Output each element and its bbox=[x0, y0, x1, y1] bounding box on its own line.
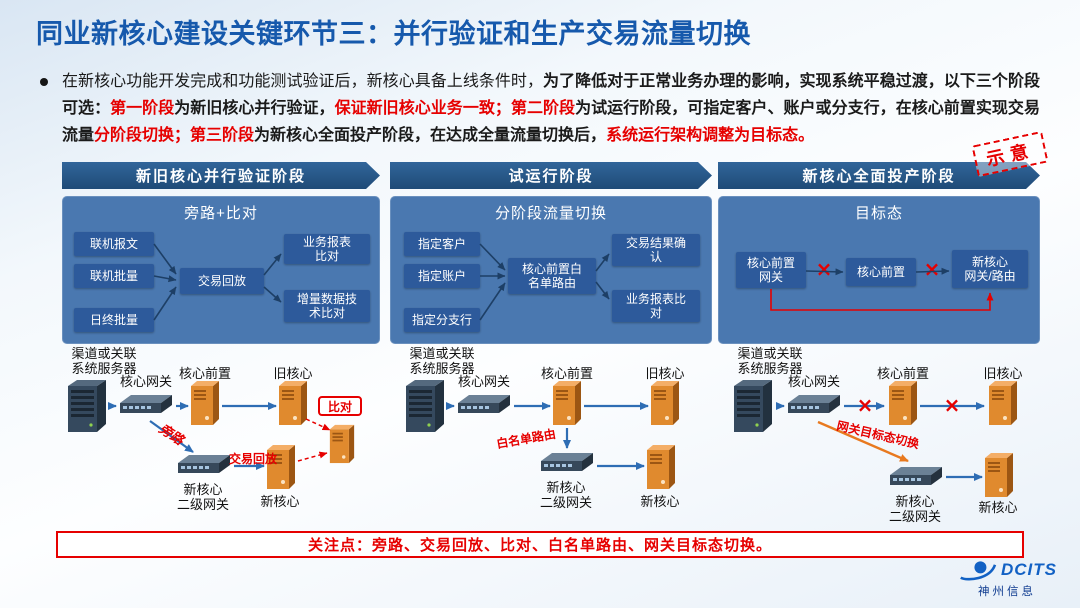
box-incremental-compare: 增量数据技 术比对 bbox=[284, 290, 370, 322]
cut-cross-icon: × bbox=[923, 257, 941, 281]
bullet-icon bbox=[40, 78, 48, 86]
label-new-core: 新核心 bbox=[260, 494, 300, 509]
label-new-core: 新核心 bbox=[978, 500, 1018, 515]
core-gateway-switch-icon bbox=[118, 392, 174, 418]
slide-title: 同业新核心建设关键环节三：并行验证和生产交易流量切换 bbox=[36, 19, 751, 49]
intro-paragraph: 在新核心功能开发完成和功能测试验证后，新核心具备上线条件时，为了降低对于正常业务… bbox=[62, 68, 1040, 149]
label-new-core: 新核心 bbox=[640, 494, 680, 509]
core-front-server-icon bbox=[190, 380, 220, 426]
box-eod-batch: 日终批量 bbox=[74, 308, 154, 332]
core-front-server-icon bbox=[552, 380, 582, 426]
label-channel-servers: 渠道或关联 系统服务器 bbox=[737, 346, 803, 376]
channel-server-icon bbox=[402, 378, 446, 432]
cut-cross-icon: × bbox=[856, 393, 874, 417]
label-newcore-secondary-gateway: 新核心 二级网关 bbox=[176, 482, 229, 512]
box-whitelist-route: 核心前置白 名单路由 bbox=[508, 258, 596, 294]
box-designated-customer: 指定客户 bbox=[404, 232, 480, 256]
label-channel-servers: 渠道或关联 系统服务器 bbox=[71, 346, 137, 376]
label-core-front: 核心前置 bbox=[876, 366, 929, 381]
newcore-gateway-switch-icon bbox=[888, 464, 944, 490]
new-core-server-icon bbox=[984, 452, 1014, 498]
label-old-core: 旧核心 bbox=[983, 366, 1023, 381]
phase-banner-trial: 试运行阶段 bbox=[390, 162, 712, 189]
label-replay: 交易回放 bbox=[228, 452, 277, 466]
intro-phase1-label: 第一阶段 bbox=[110, 100, 175, 117]
core-gateway-switch-icon bbox=[786, 392, 842, 418]
intro-text-bold: 为了降低对于正常业务办理的影响，实现系统平稳过渡，以下三个阶段可选： bbox=[62, 73, 1040, 117]
dcits-logo: DCITS 神州信息 bbox=[944, 558, 1070, 599]
channel-server-icon bbox=[730, 378, 774, 432]
channel-server-icon bbox=[64, 378, 108, 432]
label-core-gateway: 核心网关 bbox=[787, 374, 840, 389]
core-front-server-icon bbox=[888, 380, 918, 426]
core-gateway-switch-icon bbox=[456, 392, 512, 418]
panel-target-state: 目标态 核心前置 网关 核心前置 新核心 网关/路由 × × bbox=[718, 196, 1040, 344]
label-old-core: 旧核心 bbox=[645, 366, 685, 381]
compare-server-icon bbox=[329, 424, 355, 464]
cut-cross-icon: × bbox=[815, 257, 833, 281]
box-core-front: 核心前置 bbox=[846, 258, 916, 286]
intro-text-bold: 为新旧核心并行验证， bbox=[174, 100, 335, 117]
label-bypass: 旁路 bbox=[156, 420, 187, 448]
box-result-confirm: 交易结果确 认 bbox=[612, 234, 700, 266]
label-old-core: 旧核心 bbox=[273, 366, 313, 381]
intro-phase3-label: 第三阶段 bbox=[190, 127, 255, 144]
old-core-server-icon bbox=[278, 380, 308, 426]
label-whitelist-route: 白名单路由 bbox=[495, 426, 557, 452]
panel-title: 目标态 bbox=[854, 205, 903, 222]
label-newcore-secondary-gateway: 新核心 二级网关 bbox=[888, 494, 941, 524]
cut-cross-icon: × bbox=[943, 393, 961, 417]
panel-title: 旁路+比对 bbox=[184, 205, 258, 222]
label-core-gateway: 核心网关 bbox=[457, 374, 510, 389]
intro-highlight: 分阶段切换； bbox=[94, 127, 191, 144]
box-replay: 交易回放 bbox=[180, 268, 264, 294]
box-designated-branch: 指定分支行 bbox=[404, 308, 480, 332]
intro-highlight: 系统运行架构调整为目标态。 bbox=[606, 127, 815, 144]
label-channel-servers: 渠道或关联 系统服务器 bbox=[409, 346, 475, 376]
label-core-front: 核心前置 bbox=[178, 366, 231, 381]
label-core-front: 核心前置 bbox=[540, 366, 593, 381]
old-core-server-icon bbox=[988, 380, 1018, 426]
box-designated-account: 指定账户 bbox=[404, 264, 480, 288]
intro-text-bold: 为试运行阶段，可指定客户、账户或分支行，在核心前置实现交易流量 bbox=[62, 100, 1040, 144]
panel-title: 分阶段流量切换 bbox=[494, 205, 607, 222]
intro-text-bold: 为新核心全面投产阶段，在达成全量流量切换后， bbox=[254, 127, 607, 144]
box-report-compare: 业务报表比 对 bbox=[612, 290, 700, 322]
panel-bypass-compare: 旁路+比对 联机报文 联机批量 日终批量 交易回放 业务报表 比对 增量数据技 … bbox=[62, 196, 380, 344]
compare-badge: 比对 bbox=[318, 396, 362, 416]
panel-staged-switch: 分阶段流量切换 指定客户 指定账户 指定分支行 核心前置白 名单路由 交易结果确… bbox=[390, 196, 712, 344]
logo-brand-text: DCITS bbox=[1001, 560, 1057, 579]
label-core-gateway: 核心网关 bbox=[119, 374, 172, 389]
box-newcore-gateway: 新核心 网关/路由 bbox=[952, 250, 1028, 288]
box-online-batch: 联机批量 bbox=[74, 264, 154, 288]
old-core-server-icon bbox=[650, 380, 680, 426]
logo-company-text: 神州信息 bbox=[978, 586, 1036, 598]
label-newcore-secondary-gateway: 新核心 二级网关 bbox=[539, 480, 592, 510]
box-online-message: 联机报文 bbox=[74, 232, 154, 256]
phase-banner-production: 新核心全面投产阶段 bbox=[718, 162, 1040, 189]
new-core-server-icon bbox=[646, 444, 676, 490]
intro-highlight: 保证新旧核心业务一致； bbox=[334, 100, 511, 117]
box-report-compare: 业务报表 比对 bbox=[284, 234, 370, 264]
box-core-front-gateway: 核心前置 网关 bbox=[736, 252, 806, 288]
newcore-gateway-switch-icon bbox=[539, 450, 595, 476]
dcits-logo-icon bbox=[960, 561, 997, 581]
phase-banner-parallel: 新旧核心并行验证阶段 bbox=[62, 162, 380, 189]
intro-text: 在新核心功能开发完成和功能测试验证后，新核心具备上线条件时， bbox=[62, 73, 543, 90]
intro-phase2-label: 第二阶段 bbox=[510, 100, 576, 117]
focus-points-bar: 关注点：旁路、交易回放、比对、白名单路由、网关目标态切换。 bbox=[56, 531, 1024, 558]
